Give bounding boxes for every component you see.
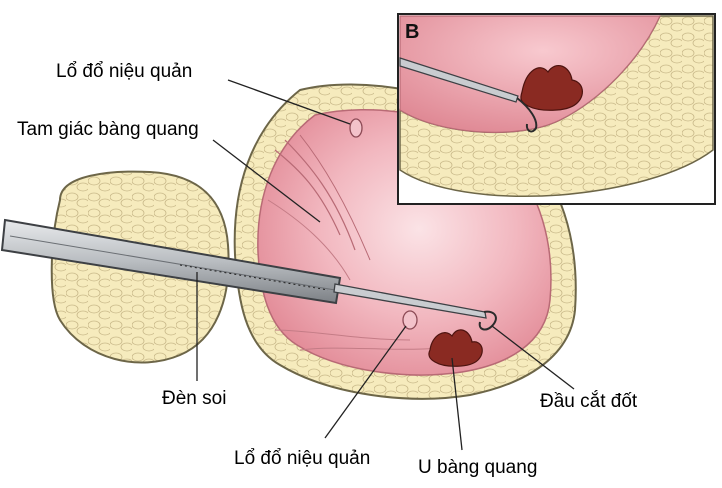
resectoscope-sheath (0, 218, 342, 305)
label-tumor: U bàng quang (418, 457, 538, 478)
ureteral-orifice-upper (349, 118, 363, 138)
label-ureteral-orifice-top: Lổ đổ niệu quản (56, 61, 193, 82)
inset-wire (399, 57, 519, 103)
inset-label: B (405, 21, 420, 43)
resectoscope-wire (333, 283, 487, 319)
label-scope: Đèn soi (162, 388, 227, 409)
inset-cutting-loop (516, 97, 538, 133)
label-resection-tip: Đầu cắt đốt (540, 391, 638, 412)
ureteral-orifice-lower (402, 310, 418, 330)
label-trigone: Tam giác bàng quang (17, 119, 199, 140)
bladder-tumor (428, 329, 483, 367)
label-ureteral-orifice-bottom: Lổ đổ niệu quản (234, 448, 371, 469)
